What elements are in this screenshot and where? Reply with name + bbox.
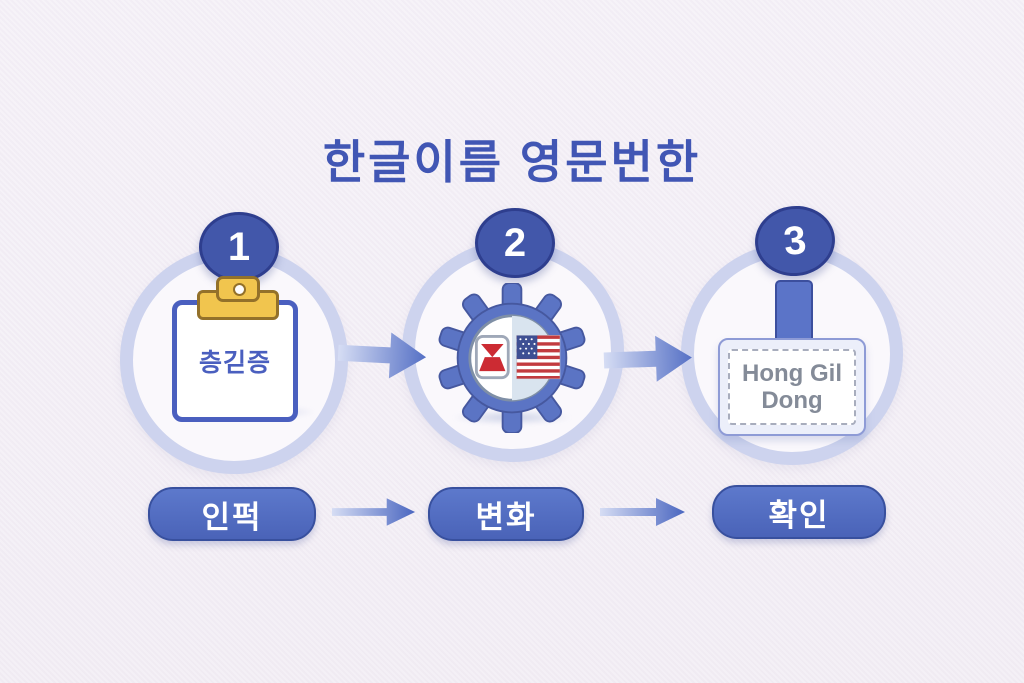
badge-name-line2: Dong: [761, 387, 823, 414]
step-label-2: 변화: [428, 487, 584, 541]
gear-icon: [438, 282, 586, 434]
step-label-1-text: 인퍽: [201, 499, 263, 535]
step-number-2: 2: [503, 220, 527, 265]
arrow-right-icon-step1-step2: [334, 322, 429, 394]
arrow-right-icon-step2-step3: [601, 326, 695, 396]
arrow-right-icon-label2-label3: [598, 495, 688, 534]
step-label-1: 인퍽: [148, 487, 316, 541]
clipboard-clip-top: [216, 276, 260, 302]
step-number-3: 3: [781, 217, 809, 264]
step-label-3: 확인: [712, 485, 886, 539]
page-title: 한글이름 영문번한: [322, 136, 702, 188]
gear-with-flags-icon: [437, 282, 587, 434]
arrow-right-icon-label1-label2: [330, 495, 418, 534]
clipboard-icon: 층긷증: [172, 276, 298, 422]
step-label-2-text: 변화: [475, 499, 537, 535]
clipboard-text: 층긷증: [198, 349, 271, 377]
step-number-badge-2: 2: [475, 208, 555, 278]
step-number-badge-1: 1: [199, 212, 279, 282]
korea-flag-icon: [474, 335, 510, 380]
step-label-3-text: 확인: [768, 497, 830, 533]
clipboard-clip-hole: [233, 283, 246, 296]
name-badge-icon: Hong Gil Dong: [718, 278, 868, 436]
badge-card: Hong Gil Dong: [718, 338, 866, 436]
badge-name-line1: Hong Gil: [742, 360, 842, 387]
badge-card-inner: Hong Gil Dong: [728, 349, 856, 425]
usa-flag-icon: [516, 335, 561, 380]
step-number-1: 1: [227, 224, 251, 269]
